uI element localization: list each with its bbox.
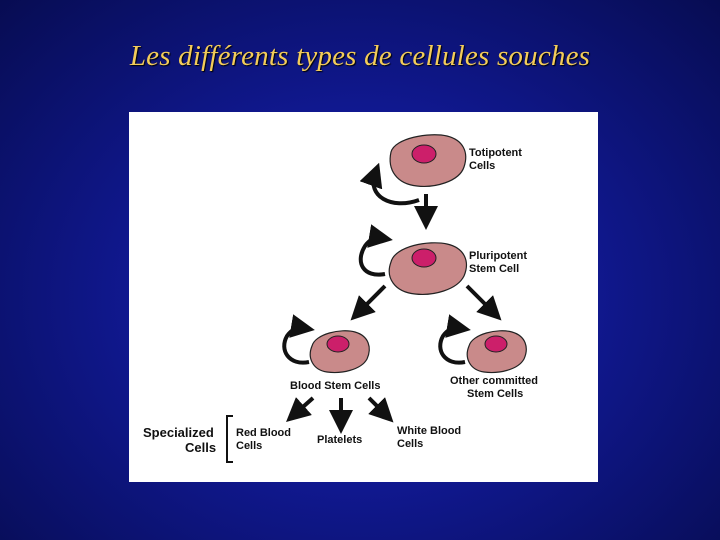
totipotent-self-renew-arrow <box>359 162 420 206</box>
red-blood-label-line2: Cells <box>236 440 262 452</box>
diagram-panel: Totipotent Cells Pluripotent Stem Cell B… <box>129 112 598 482</box>
white-blood-label-line2: Cells <box>397 438 423 450</box>
other-committed-label-line2: Stem Cells <box>467 388 523 400</box>
red-blood-label-line1: Red Blood <box>236 427 291 439</box>
slide-title: Les différents types de cellules souches <box>129 40 591 72</box>
white-blood-label-line1: White Blood <box>397 425 461 437</box>
pluripotent-self-renew-arrow <box>358 224 393 277</box>
platelets-label: Platelets <box>317 434 362 446</box>
specialized-bracket <box>226 415 233 463</box>
other-committed-label-line1: Other committed <box>450 375 538 387</box>
blood-stem-cell <box>309 330 370 374</box>
blood-stem-label: Blood Stem Cells <box>290 380 380 392</box>
arrow-to-white-blood <box>367 396 394 423</box>
totipotent-cell <box>389 134 467 187</box>
stem-cell-diagram: Totipotent Cells Pluripotent Stem Cell B… <box>143 134 538 463</box>
pluripotent-cell <box>388 242 468 295</box>
arrow-to-red-blood <box>286 396 315 422</box>
totipotent-label-line1: Totipotent <box>469 147 522 159</box>
specialized-label-line2: Cells <box>185 440 216 455</box>
specialized-label-line1: Specialized <box>143 425 214 440</box>
other-committed-cell <box>466 330 527 374</box>
pluripotent-label-line2: Stem Cell <box>469 263 519 275</box>
arrow-pluripotent-to-blood <box>350 284 387 321</box>
pluripotent-label-line1: Pluripotent <box>469 250 527 262</box>
arrow-pluripotent-to-other <box>465 284 502 321</box>
totipotent-label-line2: Cells <box>469 160 495 172</box>
blood-stem-self-renew-arrow <box>282 314 315 365</box>
other-committed-self-renew-arrow <box>438 314 471 365</box>
